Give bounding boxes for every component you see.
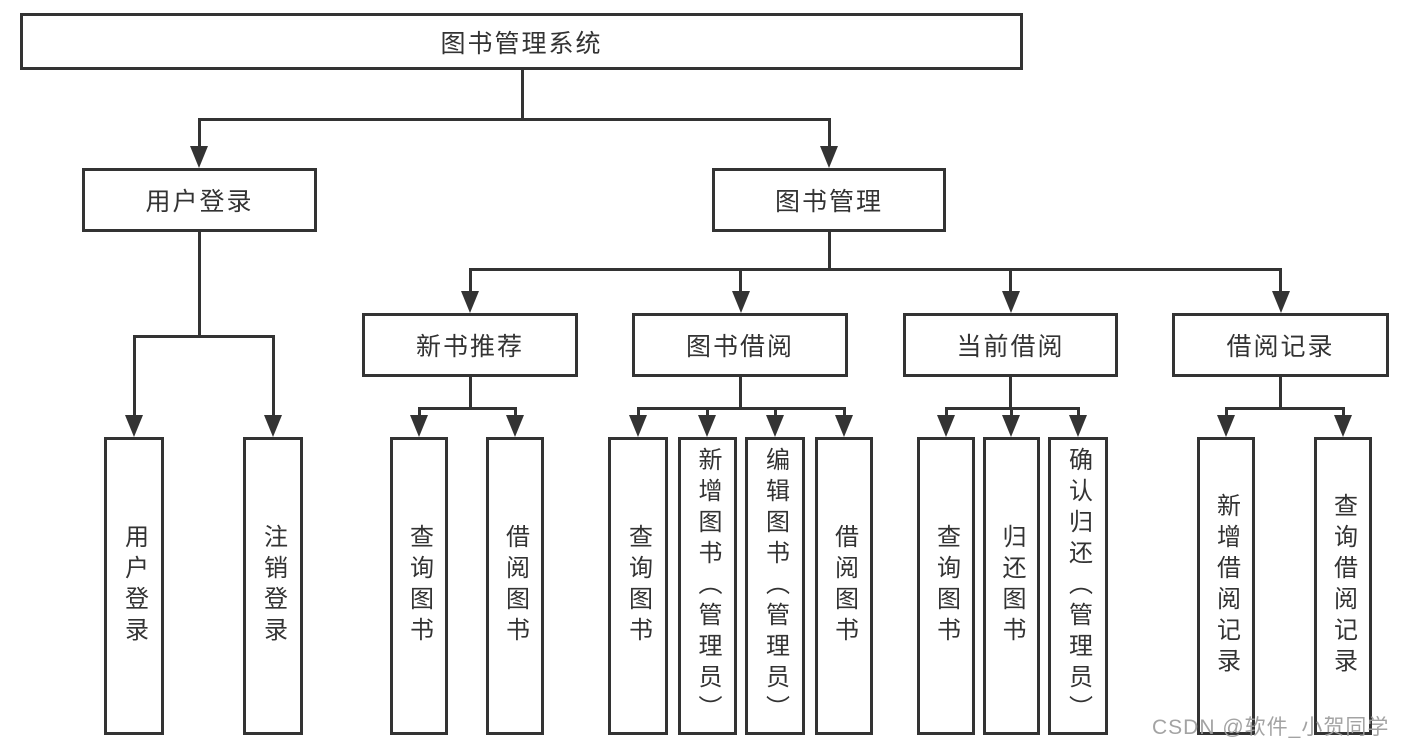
leaf-borrow-book-recommend: 借阅图书 (486, 437, 544, 735)
connector-stem (1279, 377, 1282, 409)
arrowhead (732, 291, 750, 313)
connector-stem (469, 377, 472, 409)
node-current-borrow: 当前借阅 (903, 313, 1118, 377)
arrowhead (937, 415, 955, 437)
connector-drop (739, 270, 742, 295)
connector-hline (945, 407, 1080, 410)
connector-drop (843, 409, 846, 419)
node-new-book-recommend: 新书推荐 (362, 313, 578, 377)
leaf-logout: 注销登录 (243, 437, 303, 735)
connector-drop-user-login (198, 120, 201, 150)
arrowhead (461, 291, 479, 313)
leaf-user-login: 用户登录 (104, 437, 164, 735)
connector-root-stem (521, 68, 524, 121)
connector-level1-hline (198, 118, 831, 121)
connector-drop (774, 409, 777, 419)
arrowhead (506, 415, 524, 437)
connector-hline (418, 407, 517, 410)
arrowhead (835, 415, 853, 437)
connector-drop (418, 409, 421, 419)
leaf-confirm-return-admin: 确认归还（管理员） (1048, 437, 1108, 735)
connector-drop (1077, 409, 1080, 419)
leaf-add-book-admin: 新增图书（管理员） (678, 437, 737, 735)
connector-drop (514, 409, 517, 419)
arrowhead (1272, 291, 1290, 313)
connector-drop (1009, 270, 1012, 295)
connector-user-login-hline (133, 335, 275, 338)
arrowhead (190, 146, 208, 168)
arrowhead (1002, 415, 1020, 437)
connector-drop (133, 337, 136, 419)
connector-level2-hline (469, 268, 1282, 271)
leaf-borrow-book: 借阅图书 (815, 437, 873, 735)
connector-drop (1225, 409, 1228, 419)
arrowhead (698, 415, 716, 437)
connector-drop (637, 409, 640, 419)
connector-drop (272, 337, 275, 419)
csdn-watermark: CSDN @软件_小贺同学 (1152, 716, 1390, 739)
arrowhead (766, 415, 784, 437)
node-borrow-record: 借阅记录 (1172, 313, 1389, 377)
leaf-query-book-current: 查询图书 (917, 437, 975, 735)
connector-hline (1225, 407, 1345, 410)
connector-drop (1279, 270, 1282, 295)
arrowhead (1002, 291, 1020, 313)
node-book-borrow: 图书借阅 (632, 313, 848, 377)
arrowhead (264, 415, 282, 437)
arrowhead (820, 146, 838, 168)
arrowhead (1217, 415, 1235, 437)
connector-drop (1342, 409, 1345, 419)
arrowhead (1069, 415, 1087, 437)
node-user-login: 用户登录 (82, 168, 317, 232)
connector-stem (1009, 377, 1012, 409)
leaf-query-borrow-record: 查询借阅记录 (1314, 437, 1372, 735)
arrowhead (125, 415, 143, 437)
arrowhead (1334, 415, 1352, 437)
connector-drop (469, 270, 472, 295)
arrowhead (629, 415, 647, 437)
arrowhead (410, 415, 428, 437)
leaf-edit-book-admin: 编辑图书（管理员） (745, 437, 805, 735)
connector-drop (945, 409, 948, 419)
connector-stem (739, 377, 742, 409)
connector-drop-book-management (828, 120, 831, 150)
leaf-query-book-borrow: 查询图书 (608, 437, 668, 735)
connector-hline (637, 407, 846, 410)
connector-user-login-stem (198, 232, 201, 337)
connector-book-management-stem (828, 232, 831, 270)
connector-drop (1010, 409, 1013, 419)
leaf-return-book: 归还图书 (983, 437, 1040, 735)
connector-drop (706, 409, 709, 419)
node-book-management: 图书管理 (712, 168, 946, 232)
leaf-query-book-recommend: 查询图书 (390, 437, 448, 735)
node-root: 图书管理系统 (20, 13, 1023, 70)
leaf-add-borrow-record: 新增借阅记录 (1197, 437, 1255, 735)
